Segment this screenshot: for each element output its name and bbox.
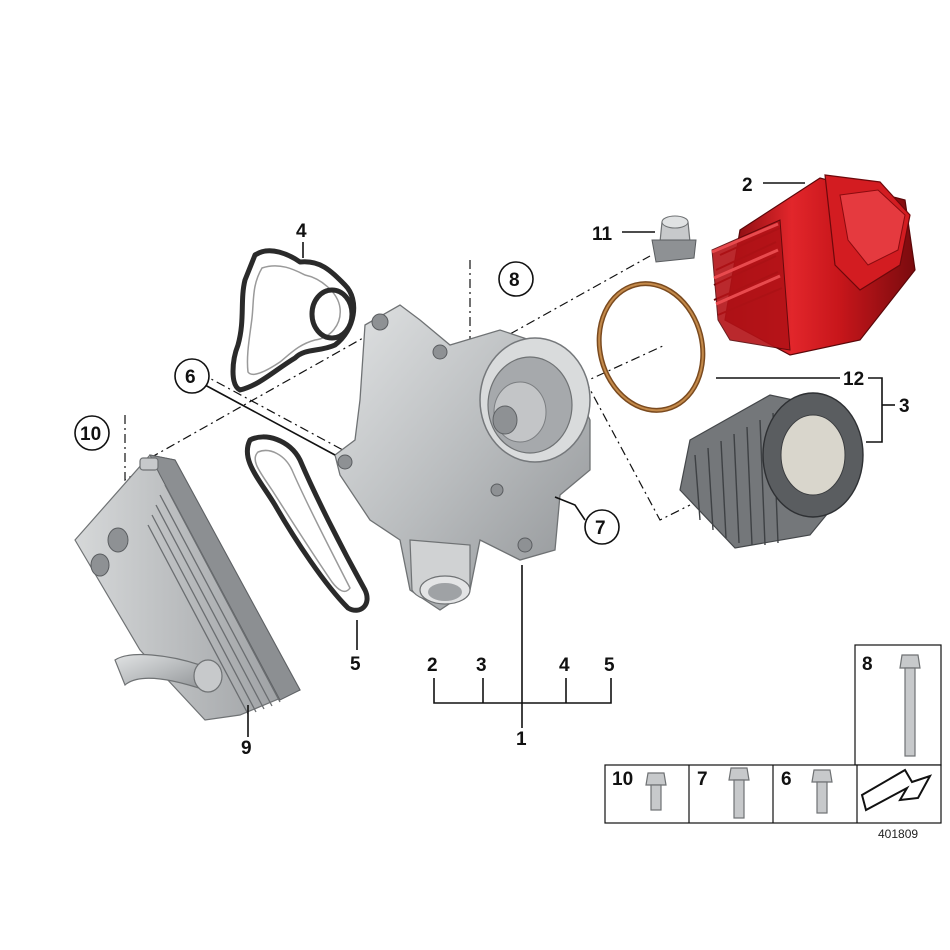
callout-6: 6 [185,367,196,388]
o-ring-12 [596,281,706,413]
oil-cooler-9 [74,454,301,721]
table-label-10: 10 [612,769,633,790]
assembly-label-3: 3 [476,655,487,676]
assembly-label-4: 4 [559,655,570,676]
oil-filter-cap-2 [711,174,916,356]
oil-filter-element-3 [679,392,864,549]
table-label-6: 6 [781,769,792,790]
callout-5: 5 [350,654,361,675]
fastener-table: 8 10 7 6 [604,644,942,824]
gasket-4 [230,248,357,393]
catalog-number: 401809 [878,827,918,841]
bolt-6-icon [811,769,833,814]
callout-12: 12 [843,369,864,390]
assembly-label-2: 2 [427,655,438,676]
table-label-8: 8 [862,654,873,675]
callout-labels: 2 11 4 8 6 10 7 12 3 5 9 2 3 4 5 1 [74,175,910,759]
callout-10: 10 [80,424,101,445]
callout-4: 4 [296,221,307,242]
bolt-8-icon [899,654,921,757]
assembly-label-5: 5 [604,655,615,676]
callout-9: 9 [241,738,252,759]
bolt-7-icon [728,767,750,819]
direction-arrow-icon [860,768,933,812]
callout-1: 1 [516,729,527,750]
gasket-5 [244,434,370,613]
plug-11 [651,215,697,263]
callout-7: 7 [595,518,606,539]
callout-3: 3 [899,396,910,417]
table-label-7: 7 [697,769,708,790]
oil-filter-housing-1 [334,304,591,611]
callout-8: 8 [509,270,520,291]
leader-lines [204,182,895,737]
callout-11: 11 [592,224,613,245]
callout-2: 2 [742,175,753,196]
bolt-10-icon [645,772,667,811]
